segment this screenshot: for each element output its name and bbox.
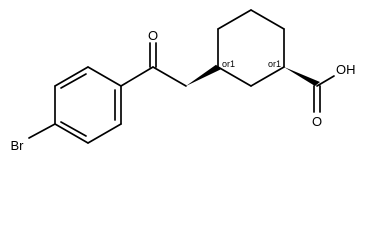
bond-cy-6 bbox=[217, 66, 252, 87]
ketone-oxygen-label: O bbox=[148, 28, 158, 43]
cyclohexane-ring bbox=[217, 9, 285, 87]
bond-ar-inner-1 bbox=[60, 73, 87, 89]
acid-oxygen-label: O bbox=[312, 114, 322, 129]
stereo-label-c3: or1 bbox=[222, 59, 235, 69]
stereo-label-c1: or1 bbox=[268, 59, 281, 69]
bond-cy-3 bbox=[250, 9, 285, 30]
wedge-bond-c3 bbox=[186, 64, 221, 86]
bond-ar-1 bbox=[87, 66, 122, 87]
bond-ar-2 bbox=[54, 66, 89, 87]
bond-ar-inner-2 bbox=[60, 121, 87, 137]
acid-hydroxyl-label: OH bbox=[336, 62, 356, 77]
bromine-label: Br bbox=[11, 138, 25, 152]
bond-acid-oh bbox=[316, 75, 335, 87]
bond-carbonyl-methylene bbox=[152, 66, 187, 87]
bond-cy-2 bbox=[217, 9, 252, 30]
bond-ar-4 bbox=[54, 123, 89, 144]
bond-ar-5 bbox=[87, 123, 122, 144]
chemical-structure: Br O OH O or1 or1 bbox=[11, 9, 356, 152]
wedge-bond-c1 bbox=[284, 67, 320, 86]
bond-c-br bbox=[28, 123, 56, 139]
bond-ring-carbonyl bbox=[120, 66, 154, 87]
benzene-ring bbox=[54, 66, 122, 144]
bond-cy-5 bbox=[250, 66, 285, 87]
